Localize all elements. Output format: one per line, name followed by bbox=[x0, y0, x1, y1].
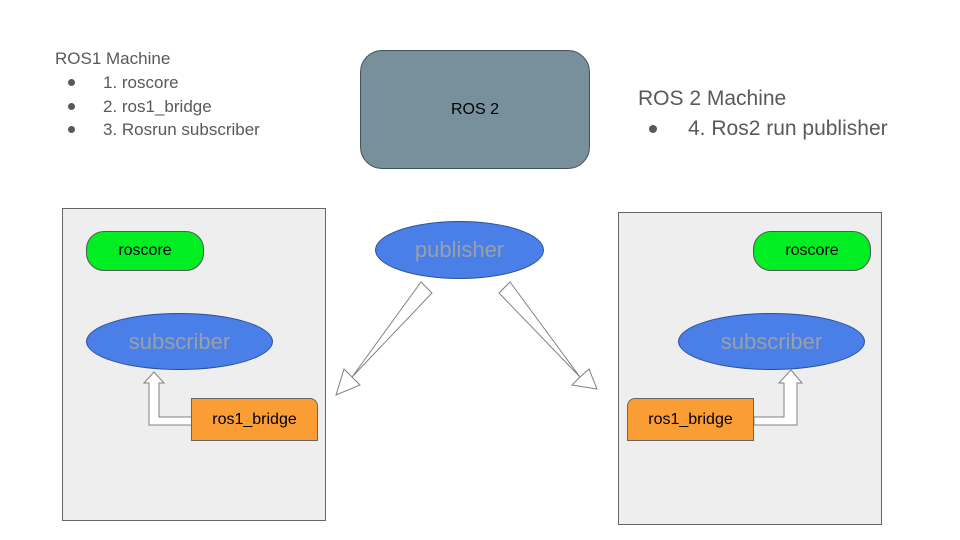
left-bridge-node: ros1_bridge bbox=[191, 398, 318, 441]
roscore-label: roscore bbox=[118, 242, 172, 259]
bridge-label: ros1_bridge bbox=[212, 410, 297, 428]
right-bridge-node: ros1_bridge bbox=[627, 398, 754, 441]
ros1-steps-list: 1. roscore 2. ros1_bridge 3. Rosrun subs… bbox=[55, 71, 260, 142]
ros2-machine-title: ROS 2 Machine bbox=[638, 87, 787, 110]
subscriber-label: subscriber bbox=[128, 328, 231, 354]
right-bridge-to-subscriber-arrow bbox=[753, 369, 804, 426]
left-roscore-node: roscore bbox=[86, 231, 204, 271]
step-label: 3. Rosrun subscriber bbox=[103, 120, 260, 139]
ros2-box: ROS 2 bbox=[360, 50, 590, 169]
bullet-icon bbox=[68, 102, 75, 110]
step-label: 2. ros1_bridge bbox=[103, 96, 212, 116]
step-label: 4. Ros2 run publisher bbox=[688, 117, 888, 140]
publisher-to-left-arrow bbox=[335, 281, 433, 396]
bullet-icon bbox=[649, 125, 657, 133]
list-item: 1. roscore bbox=[55, 71, 260, 95]
left-subscriber-node: subscriber bbox=[86, 313, 273, 370]
subscriber-label: subscriber bbox=[720, 328, 823, 354]
ros2-box-label: ROS 2 bbox=[450, 100, 499, 118]
bullet-icon bbox=[68, 79, 75, 86]
roscore-label: roscore bbox=[785, 242, 839, 259]
left-bridge-to-subscriber-arrow bbox=[142, 371, 193, 426]
publisher-to-right-arrow bbox=[498, 281, 598, 390]
bullet-icon bbox=[68, 126, 75, 133]
list-item: 2. ros1_bridge bbox=[55, 95, 260, 119]
publisher-node: publisher bbox=[375, 221, 544, 279]
ros2-steps-list: 4. Ros2 run publisher bbox=[638, 115, 888, 143]
bridge-label: ros1_bridge bbox=[648, 410, 733, 428]
publisher-label: publisher bbox=[414, 237, 505, 262]
list-item: 4. Ros2 run publisher bbox=[638, 115, 888, 143]
right-roscore-node: roscore bbox=[753, 231, 871, 271]
ros1-machine-title: ROS1 Machine bbox=[55, 49, 171, 68]
list-item: 3. Rosrun subscriber bbox=[55, 118, 260, 142]
right-subscriber-node: subscriber bbox=[678, 313, 865, 370]
step-label: 1. roscore bbox=[103, 73, 179, 92]
